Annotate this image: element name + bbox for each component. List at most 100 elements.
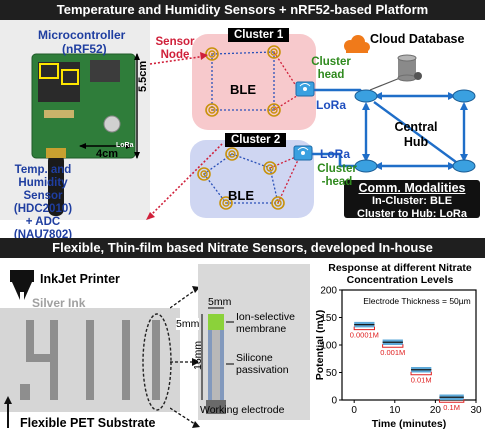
top-section-title: Temperature and Humidity Sensors + nRF52…: [0, 0, 485, 20]
sensor-node-arrowhead-1: [200, 52, 208, 60]
central-hub-line2: Hub: [403, 135, 429, 149]
y-tick-label: 150: [320, 313, 337, 324]
step-label: 0.1M: [443, 403, 460, 412]
board-mounting-hole: [103, 115, 121, 133]
bottom-section-title: Flexible, Thin-film based Nitrate Sensor…: [0, 238, 485, 258]
step-label: 0.0001M: [350, 331, 379, 340]
sensor-label-line: Temp. and: [14, 164, 72, 176]
board-connector: [90, 60, 120, 82]
width-label: 4cm: [96, 148, 119, 160]
cluster-head-1-line1: Cluster: [311, 56, 351, 68]
sensor-node-label-line2: Node: [160, 49, 190, 61]
y-tick-label: 0: [331, 396, 337, 407]
sensor-label-line: (HDC2010): [13, 203, 73, 215]
membrane-label-line1: Ion-selective: [236, 311, 295, 323]
chart-annotation: Electrode Thickness = 50µm: [363, 296, 471, 306]
cloud-database-label: Cloud Database: [370, 32, 465, 46]
dim-left-long-label: 16mm: [192, 340, 204, 370]
sensor-label: Temp. and Humidity Sensor (HDC2010) + AD…: [2, 164, 84, 242]
membrane-label-line2: membrane: [236, 323, 287, 335]
step-label: 0.001M: [380, 348, 405, 357]
electrode-trace: [212, 330, 220, 400]
x-axis-label: Time (minutes): [372, 418, 446, 430]
y-axis-label: Potential (mV): [316, 310, 326, 381]
ion-selective-membrane: [208, 314, 224, 330]
board-lora-silk: LoRa: [116, 142, 134, 149]
passivation-label: Silicone passivation: [236, 352, 289, 376]
cluster2-red-links: [269, 155, 299, 204]
dim-top-label: 5mm: [208, 296, 232, 308]
board-antenna: [48, 154, 64, 216]
ble-label-2: BLE: [228, 188, 254, 203]
width-arrow-left: [79, 143, 86, 149]
sensor-label-line: Sensor: [23, 190, 63, 202]
sensor-nodes: [197, 45, 285, 210]
database-uplink: [369, 77, 401, 91]
y-tick-label: 100: [320, 341, 337, 352]
cluster1-region: [192, 34, 316, 130]
cluster1-red-links: [273, 51, 301, 111]
central-hub-line1: Central: [394, 120, 438, 134]
comm-box-title: Comm. Modalities: [358, 181, 466, 195]
step-bracket: [438, 399, 465, 403]
chart-title-line2: Concentration Levels: [346, 274, 454, 286]
central-hub-label: Central Hub: [386, 120, 446, 150]
cloud-icon: [344, 35, 370, 53]
sensor-label-line: Humidity: [18, 177, 68, 189]
sensor-label-line: + ADC: [25, 216, 61, 228]
sensor-board: [31, 53, 136, 216]
height-arrow-top: [134, 53, 140, 60]
lora-label-1: LoRa: [316, 98, 346, 112]
y-tick-label: 200: [320, 286, 337, 297]
chart-plot-area: [341, 289, 477, 401]
sensor-node-label: Sensor Node: [150, 36, 200, 62]
step-label: 0.01M: [411, 376, 432, 385]
inkjet-printer-label: InkJet Printer: [40, 272, 120, 286]
sensor-node-arrowhead-2: [146, 212, 155, 220]
substrate-arrowhead: [4, 396, 12, 404]
height-arrow-bottom: [134, 152, 140, 159]
silver-ink-label: Silver Ink: [32, 296, 86, 310]
membrane-label: Ion-selective membrane: [236, 311, 295, 335]
step-bracket: [353, 326, 375, 331]
cluster-head-gateway-1: [295, 81, 315, 97]
cluster-head-1-label: Cluster head: [306, 56, 356, 82]
cluster1-links: [211, 51, 275, 111]
working-electrode-pad: [206, 400, 226, 414]
comm-box-line1: In-Cluster: BLE: [371, 195, 453, 207]
gear-icon: [414, 72, 422, 80]
working-electrode-label: Working electrode: [200, 404, 285, 416]
height-label: 5.5cm: [137, 60, 149, 92]
step-bracket: [410, 371, 432, 376]
board-header-pins: [44, 110, 74, 118]
mcu-label-line2: (nRF52): [62, 42, 107, 56]
ble-label-1: BLE: [230, 82, 256, 97]
dim-left-top-label: 5mm: [176, 318, 200, 330]
cluster-head-2-label: Cluster -head: [312, 163, 362, 189]
chart-title: Response at different Nitrate Concentrat…: [318, 262, 482, 286]
central-hub: [354, 77, 476, 173]
y-tick-label: 50: [326, 368, 338, 379]
silver-ink-pattern: [20, 320, 160, 400]
cluster2-label: Cluster 2: [225, 133, 287, 147]
cluster1-label: Cluster 1: [228, 28, 290, 42]
cluster-head-gateway-2: [293, 145, 313, 161]
mcu-highlight-box: [61, 69, 79, 85]
electrode-schematic: [198, 264, 310, 420]
x-tick-label: 0: [351, 405, 357, 416]
sensor-node-arrows: [149, 55, 223, 217]
comm-modalities-box: Comm. Modalities In-Cluster: BLE Cluster…: [344, 181, 480, 221]
cluster-head-2-line1: Cluster: [317, 163, 357, 175]
cluster-head-2-line2: -head: [321, 176, 353, 188]
lora-label-2: LoRa: [320, 147, 350, 161]
mcu-label-line1: Microcontroller: [38, 28, 126, 42]
printed-sensor-diagram: [0, 270, 180, 428]
substrate-label: Flexible PET Substrate: [20, 416, 156, 430]
comm-box-background: [344, 180, 480, 218]
x-tick-label: 10: [389, 405, 401, 416]
x-tick-label: 20: [430, 405, 442, 416]
comm-box-line2: Cluster to Hub: LoRa: [357, 208, 467, 220]
sensor-node-label-line1: Sensor: [155, 36, 195, 48]
network-diagram: [0, 20, 480, 220]
